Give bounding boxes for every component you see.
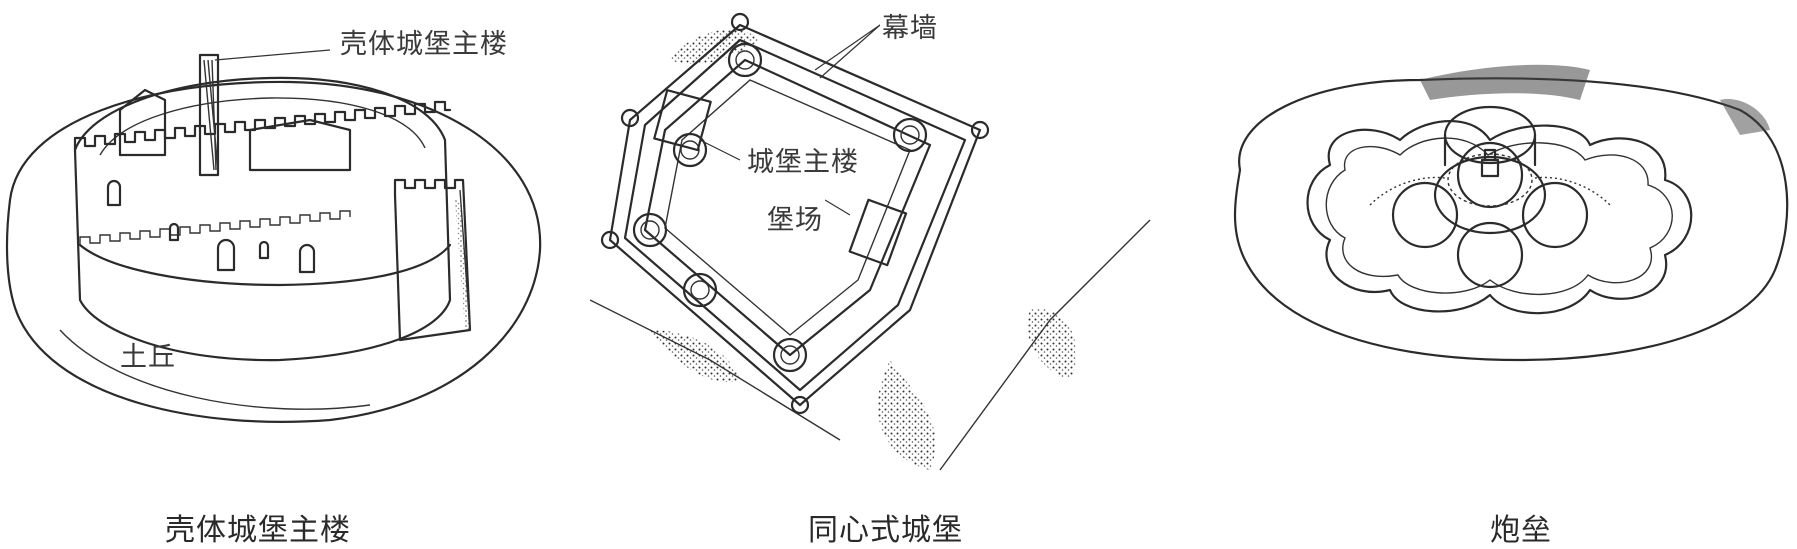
fort-outer-bastions (1306, 119, 1693, 315)
caption-concentric-castle: 同心式城堡 (808, 513, 963, 548)
outer-curtain-wall (608, 23, 982, 407)
shell-wall (73, 76, 452, 362)
panel-shell-keep: 壳体城堡主楼 土丘 壳体城堡主楼 (0, 0, 560, 548)
label-curtain-wall: 幕墙 (880, 6, 940, 45)
caption-shell-keep: 壳体城堡主楼 (165, 513, 351, 548)
concentric-castle-illustration (590, 12, 1151, 471)
fort-ground (1233, 77, 1789, 362)
shell-keep-illustration (5, 49, 542, 423)
artillery-fort-illustration (1233, 64, 1789, 362)
panel-concentric-castle: 幕墙 城堡主楼 堡场 同心式城堡 (590, 0, 1190, 548)
label-mound: 土丘 (120, 342, 176, 373)
panel-artillery-fort: 炮垒 (1220, 0, 1797, 548)
label-concentric-keep: 城堡主楼 (745, 140, 861, 179)
label-shell-keep: 壳体城堡主楼 (338, 22, 510, 61)
mound-outline (5, 80, 542, 423)
label-bailey: 堡场 (765, 198, 825, 237)
caption-artillery-fort: 炮垒 (1490, 513, 1552, 548)
inner-curtain-wall (643, 58, 932, 357)
